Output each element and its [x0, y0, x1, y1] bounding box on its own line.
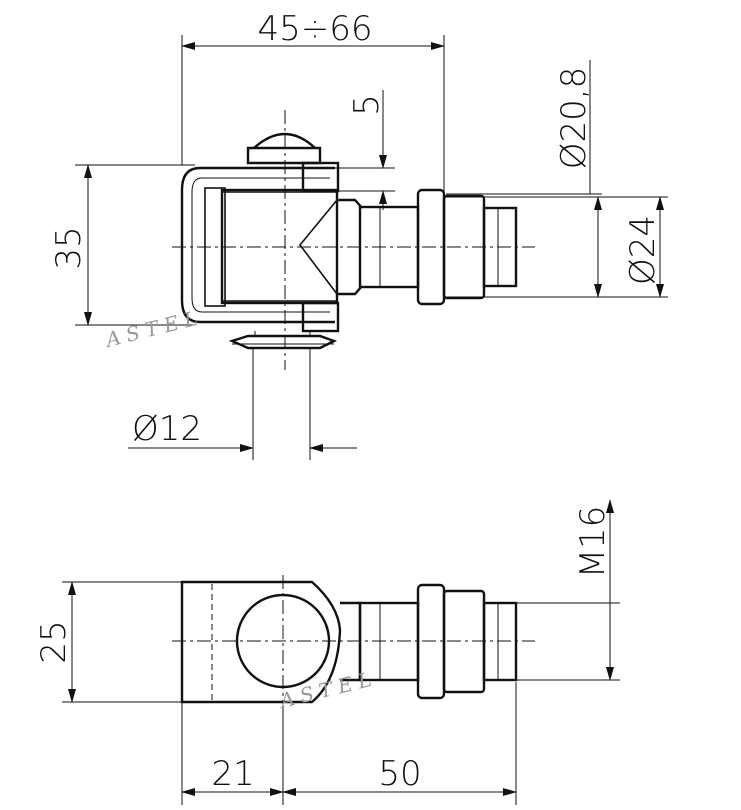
dim-label-width: 25 — [34, 620, 74, 663]
dim-label-height: 35 — [49, 226, 89, 269]
dim-label-thread: M16 — [573, 506, 613, 579]
pin-head — [246, 132, 340, 193]
dimension-collar-diameter: Ø24 — [446, 196, 668, 298]
dim-label-collar-diameter: Ø24 — [623, 215, 663, 285]
dim-label-eye-offset: 21 — [211, 754, 254, 794]
dimension-bore-diameter: Ø20,8 — [446, 60, 602, 195]
dim-label-shank-length: 50 — [378, 754, 421, 794]
bottom-view: 25 M16 21 50 ASTEL — [34, 499, 620, 805]
dimension-length-range: 45÷66 — [181, 9, 445, 192]
top-view: 45÷66 35 5 Ø20,8 Ø24 — [49, 9, 668, 460]
dim-label-pin-diameter: Ø12 — [132, 409, 202, 449]
dimension-shank-length: 50 — [282, 682, 517, 805]
dimension-thread: M16 — [516, 499, 620, 681]
dim-label-gap: 5 — [347, 94, 387, 116]
watermark-bottom: ASTEL — [275, 666, 379, 714]
pin-washer — [228, 301, 340, 350]
dimension-gap: 5 — [338, 90, 395, 210]
dimension-height: 35 — [49, 164, 195, 326]
dimension-eye-offset: 21 — [181, 702, 284, 805]
dim-label-length-range: 45÷66 — [257, 9, 372, 49]
dimension-pin-diameter: Ø12 — [128, 409, 357, 452]
dim-label-bore-diameter: Ø20,8 — [554, 67, 594, 169]
watermark-top: ASTEL — [101, 305, 205, 353]
dimension-width: 25 — [34, 581, 182, 703]
